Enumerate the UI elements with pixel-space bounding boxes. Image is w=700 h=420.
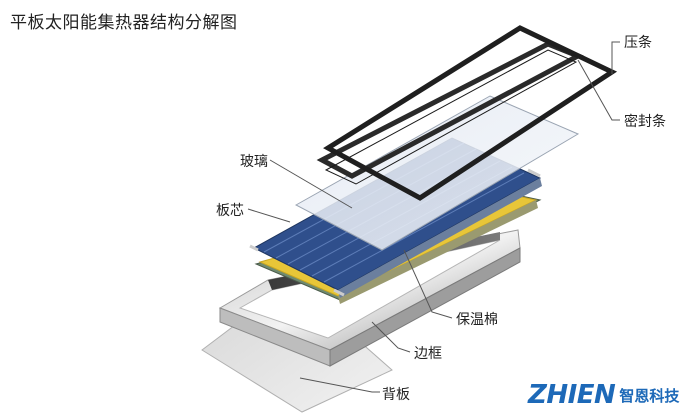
diagram-title: 平板太阳能集热器结构分解图 xyxy=(10,13,238,33)
label-glass: 玻璃 xyxy=(240,154,268,170)
logo-chinese-name: 智恩科技 xyxy=(619,386,680,405)
callout-lines xyxy=(247,41,620,393)
label-frame: 边框 xyxy=(414,346,442,362)
label-insulation: 保温棉 xyxy=(456,312,498,328)
glass-cover xyxy=(294,95,580,251)
label-back-plate: 背板 xyxy=(382,387,410,403)
company-logo: ZHIEN 智恩科技 xyxy=(528,378,679,412)
label-seal-strip: 密封条 xyxy=(624,114,666,130)
label-absorber: 板芯 xyxy=(216,203,244,219)
label-pressing-strip: 压条 xyxy=(624,35,652,51)
logo-wordmark: ZHIEN xyxy=(528,380,616,410)
